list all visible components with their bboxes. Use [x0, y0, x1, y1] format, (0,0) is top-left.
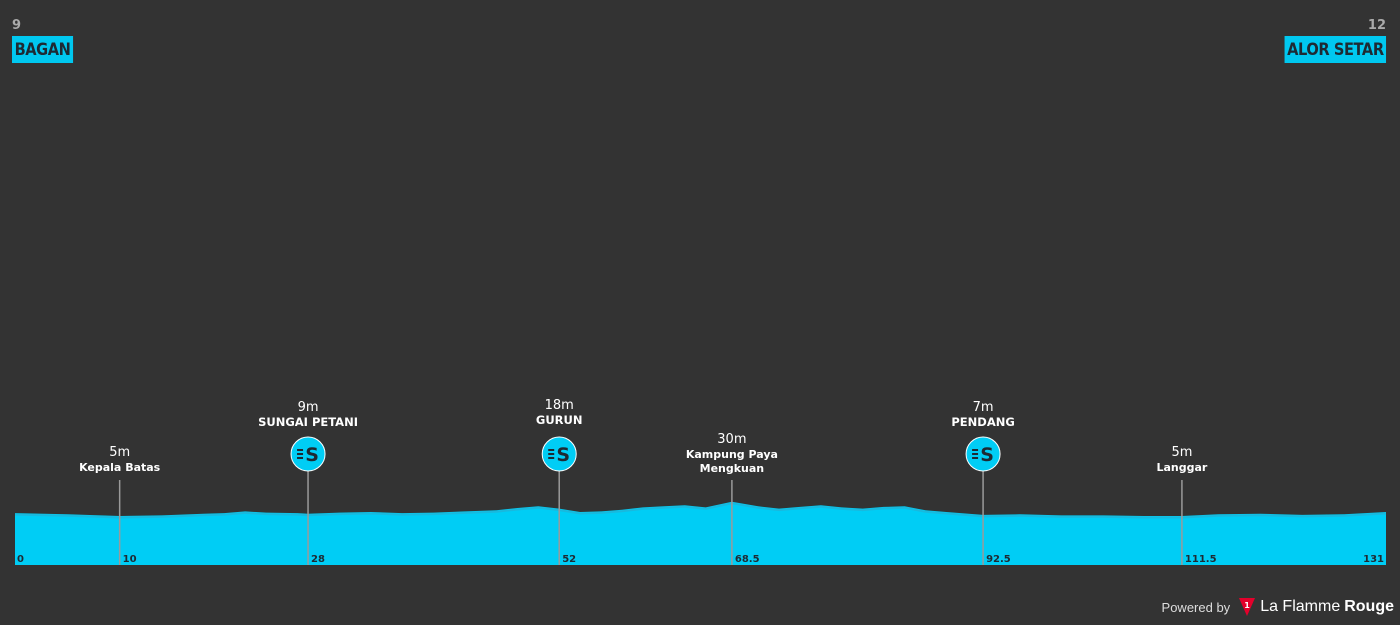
km-label-finish: 131 [1363, 554, 1384, 565]
marker-elevation-2: 18m [545, 398, 574, 413]
marker-elevation-4: 7m [973, 400, 994, 415]
brand-name-part2: Rouge [1344, 598, 1394, 615]
svg-text:1: 1 [1244, 601, 1250, 610]
km-label-0: 10 [123, 554, 137, 565]
km-label-2: 52 [562, 554, 576, 565]
marker-name-0: Kepala Batas [79, 461, 161, 474]
finish-elevation: 12 [1367, 18, 1386, 33]
sprint-icon-1 [290, 436, 326, 472]
brand-name-part1: La Flamme [1260, 598, 1341, 615]
start-name: BAGAN [12, 36, 74, 63]
marker-name-1: SUNGAI PETANI [258, 415, 358, 429]
km-label-5: 111.5 [1185, 554, 1217, 565]
km-label-1: 28 [311, 554, 325, 565]
marker-name-line2-3: Mengkuan [700, 462, 765, 475]
km-label-4: 92.5 [986, 554, 1011, 565]
sprint-icon-letter-4: S [980, 444, 994, 466]
powered-by-text: Powered by [1161, 599, 1231, 615]
sprint-icon-2 [541, 436, 577, 472]
marker-elevation-3: 30m [717, 432, 746, 447]
marker-name-2: GURUN [536, 413, 583, 427]
marker-elevation-0: 5m [109, 445, 130, 460]
finish-location: 12 ALOR SETAR [1268, 18, 1386, 63]
sprint-icon-letter-2: S [556, 444, 570, 466]
profile-area [15, 501, 1386, 565]
marker-name-4: PENDANG [951, 415, 1014, 429]
start-location: 9 BAGAN [12, 18, 83, 63]
marker-elevation-5: 5m [1171, 445, 1192, 460]
km-label-3: 68.5 [735, 554, 760, 565]
marker-name-3: Kampung Paya [686, 448, 778, 461]
sprint-icon-letter-1: S [305, 444, 319, 466]
profile-top-shade [14, 502, 1387, 519]
marker-elevation-1: 9m [298, 400, 319, 415]
marker-name-5: Langgar [1156, 461, 1207, 474]
flag-logo-icon: 1 [1239, 598, 1256, 616]
km-label-start: 0 [17, 554, 24, 565]
start-elevation: 9 [12, 18, 22, 33]
sprint-icon-4 [965, 436, 1001, 472]
finish-name: ALOR SETAR [1284, 36, 1386, 63]
